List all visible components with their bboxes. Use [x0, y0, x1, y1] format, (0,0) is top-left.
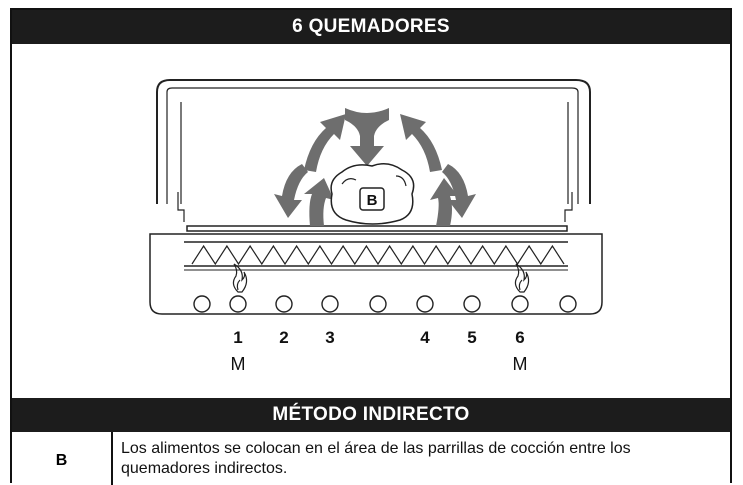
burner-number-3: 3	[325, 328, 334, 347]
burner-knob-2	[275, 295, 293, 313]
food-item: B	[330, 163, 415, 225]
zone-label-box	[359, 187, 385, 211]
burner-knob	[193, 295, 211, 313]
burner-number-4: 4	[420, 328, 430, 347]
burner-mode-label-6: M	[513, 354, 528, 374]
burner-knob-6	[511, 295, 529, 313]
burner-number-1: 1	[233, 328, 242, 347]
burner-number-6: 6	[515, 328, 524, 347]
burner-knob-1	[229, 295, 247, 313]
section-title: MÉTODO INDIRECTO	[12, 398, 730, 432]
burner-knobs	[193, 295, 577, 313]
cooking-grate	[186, 225, 568, 232]
upper-left-arrow	[304, 114, 346, 172]
grill-diagram: B 1 2 3 4 5 6	[149, 79, 603, 374]
flavorizer-bars	[191, 244, 565, 266]
zone-label: B	[367, 192, 378, 209]
burner-knob	[369, 295, 387, 313]
instruction-panel: 6 QUEMADORES	[10, 8, 732, 485]
burner-mode-label-1: M	[231, 354, 246, 374]
burner-knob-3	[321, 295, 339, 313]
grill-lid	[156, 79, 591, 222]
legend-key: B	[12, 432, 113, 485]
flame-icon	[514, 263, 530, 293]
burner-number-2: 2	[279, 328, 288, 347]
burner-knob-5	[463, 295, 481, 313]
left-side-arrow	[274, 164, 308, 218]
center-down-arrow	[345, 108, 389, 166]
burner-knob	[559, 295, 577, 313]
firebox	[149, 233, 603, 315]
lower-left-arrow	[304, 178, 334, 226]
upper-right-arrow	[400, 114, 442, 172]
flame-icon	[232, 263, 248, 293]
burner-knob-4	[416, 295, 434, 313]
right-side-arrow	[442, 164, 476, 218]
heat-flow-arrows	[274, 108, 476, 226]
legend-text: Los alimentos se colocan en el área de l…	[121, 440, 631, 477]
burner-numbers: 1 2 3 4 5 6	[233, 328, 524, 347]
legend-row: B Los alimentos se colocan en el área de…	[12, 432, 730, 485]
lower-right-arrow	[430, 178, 458, 226]
burner-number-5: 5	[467, 328, 476, 347]
panel-title: 6 QUEMADORES	[12, 10, 730, 44]
burner-mode-labels: M M	[231, 354, 528, 374]
